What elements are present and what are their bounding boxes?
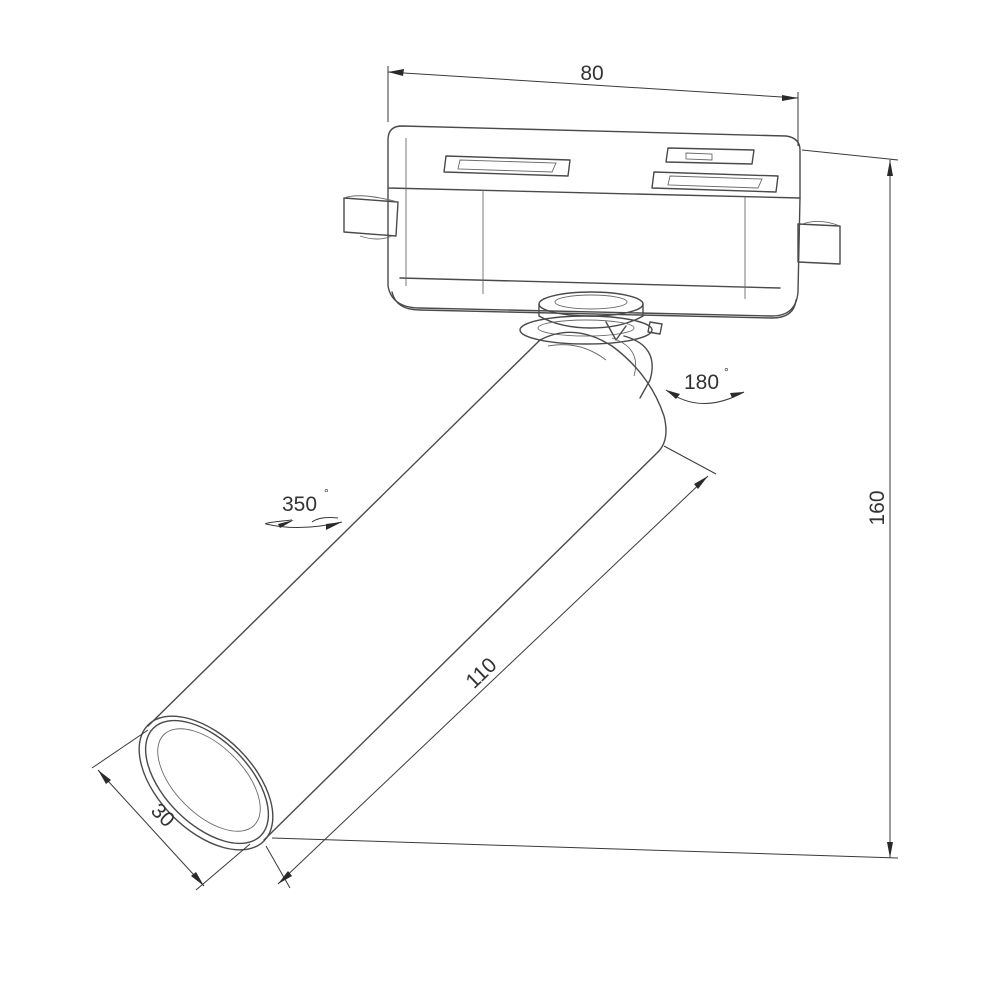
tilt-degree-symbol: ° xyxy=(724,365,729,379)
width-dimension xyxy=(387,66,799,146)
length-dimension xyxy=(265,445,717,889)
width-label: 80 xyxy=(580,62,603,85)
swivel-joint xyxy=(519,291,663,399)
tilt-label: 180 xyxy=(684,371,719,394)
swivel-degree-symbol: ° xyxy=(324,486,329,500)
swivel-label: 350 xyxy=(282,493,317,516)
diameter-dimension xyxy=(91,729,251,891)
height-dimension xyxy=(271,149,899,859)
cylinder-body xyxy=(138,331,667,851)
swivel-rotation-indicator xyxy=(265,517,343,530)
height-label: 160 xyxy=(866,490,889,525)
length-label: 110 xyxy=(461,653,501,693)
diameter-label: 30 xyxy=(146,799,179,832)
tilt-rotation-indicator xyxy=(665,389,745,404)
track-adapter xyxy=(343,125,841,319)
